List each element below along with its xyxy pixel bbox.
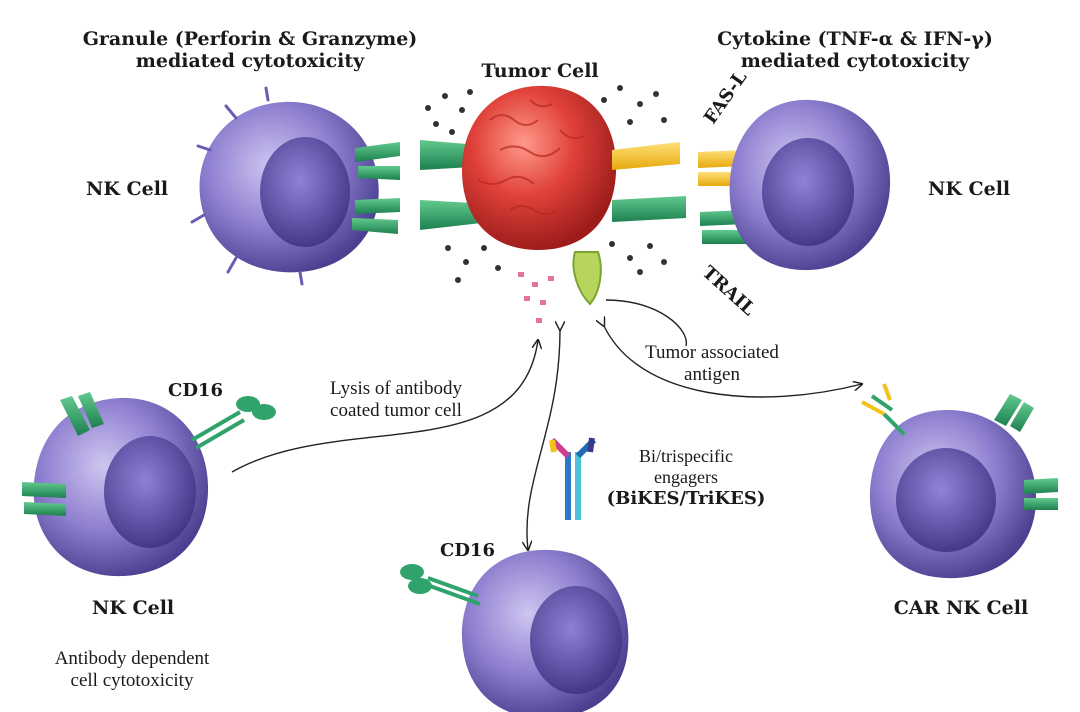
nk-cell-adcc	[22, 392, 276, 577]
cytotoxic-granules	[425, 85, 667, 283]
cd16-label-bottom: CD16	[440, 540, 495, 561]
granule-title-line2: mediated cytotoxicity	[135, 50, 365, 73]
tumor-antigen-label: Tumor associated antigen	[645, 342, 779, 387]
car-nk-cell-label: CAR NK Cell	[893, 597, 1029, 619]
nk-cell-top-right	[698, 99, 891, 271]
adcc-caption-line1: Antibody dependent	[54, 648, 210, 669]
nk-cell-label-right: NK Cell	[928, 178, 1011, 200]
nk-cell-label-left: NK Cell	[86, 178, 169, 200]
car-nk-cell	[861, 383, 1058, 579]
adcc-caption-line2: cell cytotoxicity	[70, 670, 194, 692]
receptors-top-left	[352, 142, 400, 234]
engagers-label: Bi/trispecific engagers (BiKES/TriKES)	[607, 446, 766, 510]
engagers-line1: Bi/trispecific	[639, 446, 733, 466]
adcc-nk-cell-label: NK Cell	[92, 597, 175, 619]
lysis-label-line2: coated tumor cell	[330, 400, 462, 422]
lysis-label: Lysis of antibody coated tumor cell	[330, 378, 462, 423]
receptors-adcc	[22, 392, 104, 516]
adcc-caption: Antibody dependent cell cytotoxicity	[55, 648, 210, 693]
nk-cell-top-left	[190, 86, 400, 286]
cd16-label-left: CD16	[168, 380, 223, 401]
granule-title: Granule (Perforin & Granzyme) mediated c…	[83, 28, 418, 73]
granule-title-line1: Granule (Perforin & Granzyme)	[82, 28, 418, 50]
tumor-antigen-line2: antigen	[684, 364, 740, 386]
cd16-receptor-left	[190, 396, 276, 450]
lysis-label-line1: Lysis of antibody	[330, 378, 462, 399]
nk-cell-protrusions	[190, 86, 304, 286]
antibody-fragments	[518, 272, 554, 323]
nk-cell-bottom-center	[400, 549, 629, 712]
tumor-texture	[477, 99, 585, 215]
bispecific-engager	[549, 437, 597, 520]
engagers-line3: (BiKES/TriKES)	[606, 488, 766, 510]
tumor-antigen-line1: Tumor associated	[645, 342, 779, 363]
cytokine-title-line1: Cytokine (TNF-α & IFN-γ)	[717, 28, 993, 50]
engagers-line2: engagers	[654, 467, 718, 488]
tumor-cell	[420, 85, 686, 306]
tumor-cell-title: Tumor Cell	[481, 60, 599, 82]
cd16-receptor-bottom	[400, 564, 481, 606]
cytokine-title-line2: mediated cytotoxicity	[740, 50, 970, 73]
cytokine-title: Cytokine (TNF-α & IFN-γ) mediated cytoto…	[717, 28, 993, 73]
connector-arrows	[231, 299, 862, 550]
car-receptors	[861, 383, 1058, 510]
